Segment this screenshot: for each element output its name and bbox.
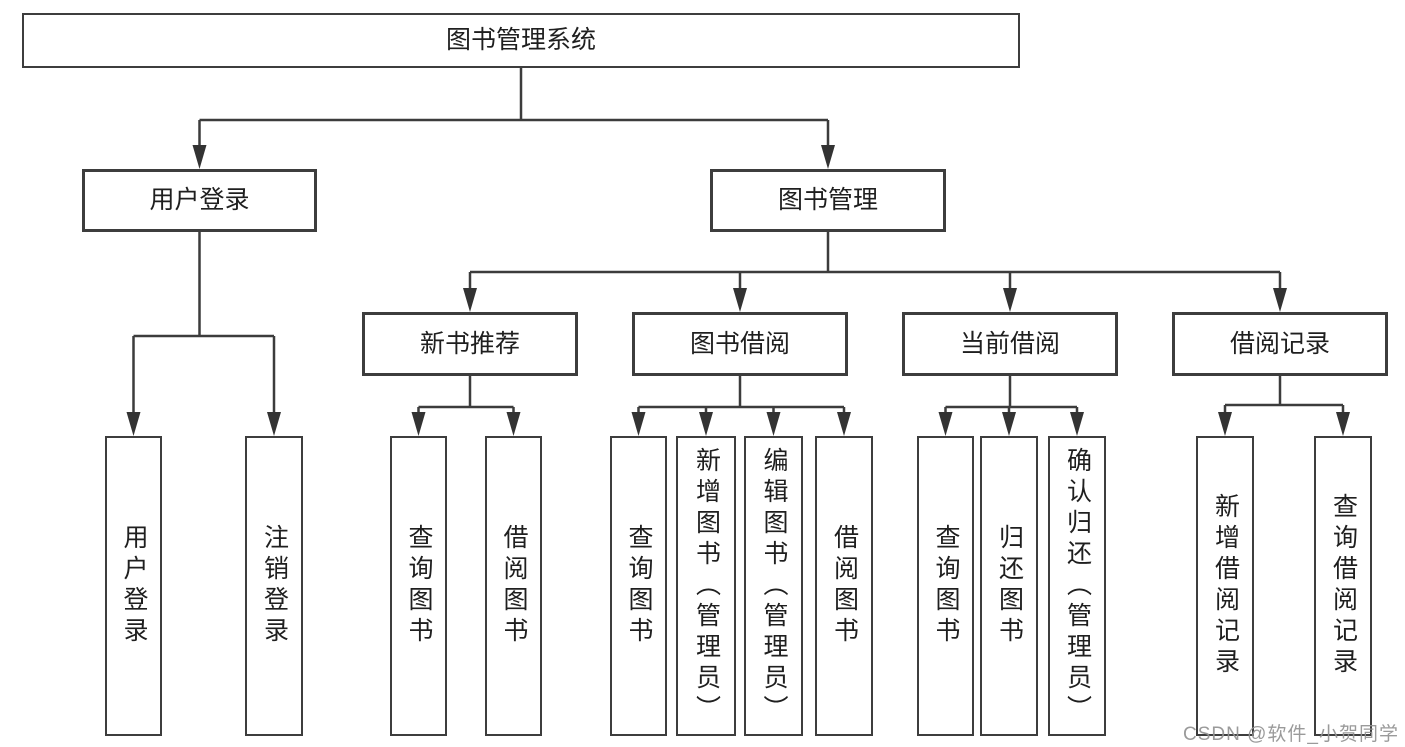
node-user-login-label: 用户登录 <box>149 186 250 214</box>
node-current-borrow: 当前借阅 <box>902 312 1118 376</box>
leaf-br-query-record: 查询借阅记录 <box>1314 436 1372 736</box>
leaf-nbr-query-books-label: 查询图书 <box>405 524 433 648</box>
leaf-br-add-record-label: 新增借阅记录 <box>1211 493 1240 679</box>
connector-borrow-records <box>1223 376 1345 414</box>
node-root: 图书管理系统 <box>22 13 1020 68</box>
leaf-bb-query-books-label: 查询图书 <box>625 524 653 648</box>
leaf-bb-add-books: 新增图书（管理员） <box>676 436 736 736</box>
leaf-cb-return-books: 归还图书 <box>980 436 1038 736</box>
csdn-watermark: CSDN @软件_小贺同学 <box>1183 724 1399 745</box>
connector-root <box>198 68 830 147</box>
node-book-borrow: 图书借阅 <box>632 312 848 376</box>
leaf-cb-confirm-return: 确认归还（管理员） <box>1048 436 1106 736</box>
leaf-cb-query-books-label: 查询图书 <box>932 524 960 648</box>
leaf-nbr-borrow-books-label: 借阅图书 <box>500 524 528 648</box>
leaf-user-login-label: 用户登录 <box>120 524 148 648</box>
connector-book-mgmt <box>468 232 1282 290</box>
leaf-cb-confirm-return-label: 确认归还（管理员） <box>1063 446 1092 726</box>
leaf-cb-query-books: 查询图书 <box>917 436 974 736</box>
leaf-cb-return-books-label: 归还图书 <box>995 524 1024 648</box>
node-current-borrow-label: 当前借阅 <box>959 329 1060 358</box>
leaf-nbr-query-books: 查询图书 <box>390 436 447 736</box>
leaf-bb-borrow-books: 借阅图书 <box>815 436 873 736</box>
node-user-login: 用户登录 <box>82 169 317 232</box>
node-book-mgmt-label: 图书管理 <box>777 186 878 214</box>
leaf-user-login: 用户登录 <box>105 436 162 736</box>
leaf-bb-query-books: 查询图书 <box>610 436 667 736</box>
connector-current-borrow <box>944 376 1079 414</box>
node-new-book-rec: 新书推荐 <box>362 312 578 376</box>
leaf-bb-borrow-books-label: 借阅图书 <box>830 524 859 648</box>
leaf-nbr-borrow-books: 借阅图书 <box>485 436 542 736</box>
leaf-bb-add-books-label: 新增图书（管理员） <box>692 446 721 726</box>
leaf-bb-edit-books-label: 编辑图书（管理员） <box>760 446 788 726</box>
node-borrow-records: 借阅记录 <box>1172 312 1388 376</box>
connector-user-login <box>132 232 276 414</box>
leaf-logout: 注销登录 <box>245 436 303 736</box>
node-root-label: 图书管理系统 <box>445 26 596 54</box>
leaf-logout-label: 注销登录 <box>260 524 289 648</box>
leaf-br-add-record: 新增借阅记录 <box>1196 436 1254 736</box>
node-book-mgmt: 图书管理 <box>710 169 946 232</box>
node-borrow-records-label: 借阅记录 <box>1229 329 1330 358</box>
leaf-br-query-record-label: 查询借阅记录 <box>1329 493 1358 679</box>
arrowheads <box>126 145 1350 436</box>
node-book-borrow-label: 图书借阅 <box>689 329 790 358</box>
node-new-book-rec-label: 新书推荐 <box>419 329 520 358</box>
leaf-bb-edit-books: 编辑图书（管理员） <box>744 436 803 736</box>
connector-book-borrow <box>637 376 846 414</box>
connector-new-book-rec <box>417 376 515 414</box>
